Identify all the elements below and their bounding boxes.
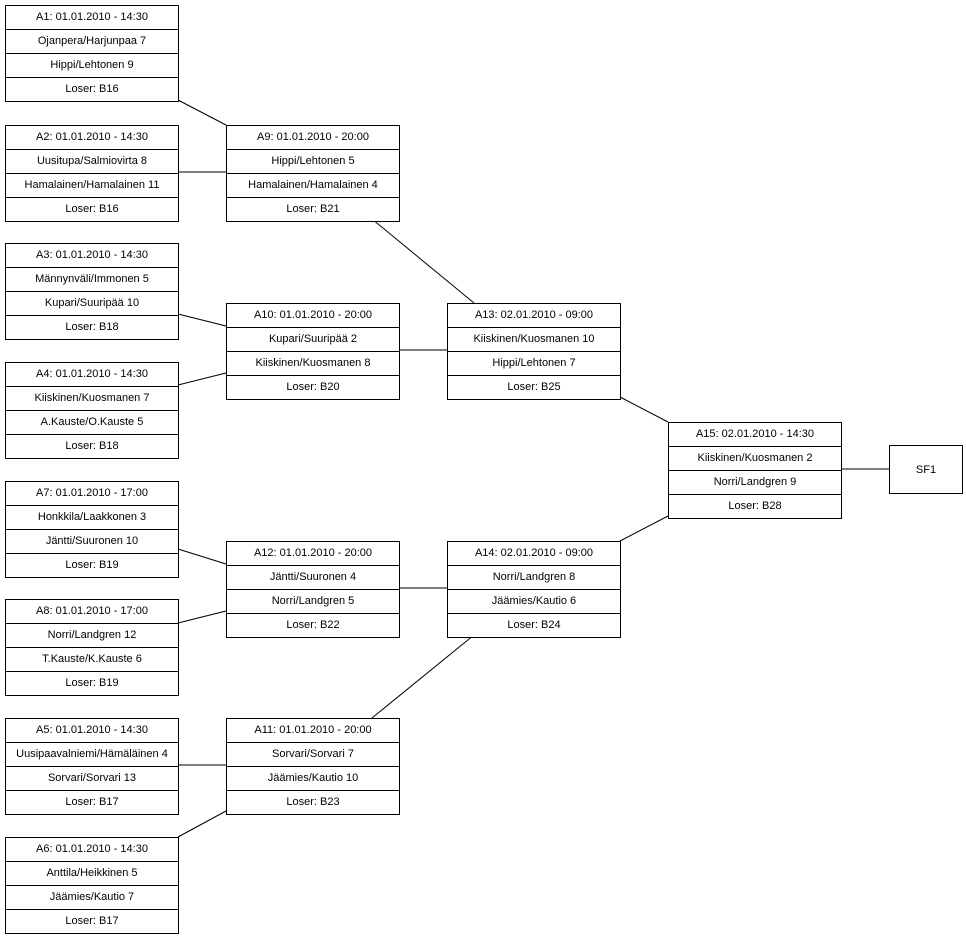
match-header: A9: 01.01.2010 - 20:00 (227, 126, 399, 150)
match-header: A14: 02.01.2010 - 09:00 (448, 542, 620, 566)
match-a5: A5: 01.01.2010 - 14:30 Uusipaavalniemi/H… (5, 718, 179, 815)
match-a11: A11: 01.01.2010 - 20:00 Sorvari/Sorvari … (226, 718, 400, 815)
team-1: Sorvari/Sorvari 7 (227, 743, 399, 767)
loser-label: Loser: B18 (65, 321, 119, 333)
loser-label: Loser: B20 (286, 381, 340, 393)
team-2: Sorvari/Sorvari 13 (6, 767, 178, 791)
loser-label: Loser: B22 (286, 619, 340, 631)
loser-label: Loser: B24 (507, 619, 561, 631)
match-header: A4: 01.01.2010 - 14:30 (6, 363, 178, 387)
match-header: A10: 01.01.2010 - 20:00 (227, 304, 399, 328)
team-2: Jäämies/Kautio 6 (448, 590, 620, 614)
final-box-sf1: SF1 (889, 445, 963, 494)
connector-a6-a11 (177, 810, 227, 838)
match-a2: A2: 01.01.2010 - 14:30 Uusitupa/Salmiovi… (5, 125, 179, 222)
connector-a9-a13 (371, 218, 475, 304)
team-1: Jäntti/Suuronen 4 (227, 566, 399, 590)
match-header: A1: 01.01.2010 - 14:30 (6, 6, 178, 30)
match-header: A2: 01.01.2010 - 14:30 (6, 126, 178, 150)
team-2: Hamalainen/Hamalainen 4 (227, 174, 399, 198)
loser-label: Loser: B18 (65, 440, 119, 452)
match-a13: A13: 02.01.2010 - 09:00 Kiiskinen/Kuosma… (447, 303, 621, 400)
team-1: Ojanpera/Harjunpaa 7 (6, 30, 178, 54)
connector-a7-a12 (177, 548, 227, 565)
match-header: A15: 02.01.2010 - 14:30 (669, 423, 841, 447)
team-1: Norri/Landgren 8 (448, 566, 620, 590)
match-header: A5: 01.01.2010 - 14:30 (6, 719, 178, 743)
match-a3: A3: 01.01.2010 - 14:30 Männynväli/Immone… (5, 243, 179, 340)
match-header: A11: 01.01.2010 - 20:00 (227, 719, 399, 743)
loser-label: Loser: B23 (286, 796, 340, 808)
match-a4: A4: 01.01.2010 - 14:30 Kiiskinen/Kuosman… (5, 362, 179, 459)
loser-label: Loser: B17 (65, 796, 119, 808)
team-1: Kiiskinen/Kuosmanen 7 (6, 387, 178, 411)
connector-a11-a14 (371, 634, 475, 719)
match-a14: A14: 02.01.2010 - 09:00 Norri/Landgren 8… (447, 541, 621, 638)
loser-label: Loser: B19 (65, 559, 119, 571)
loser-label: Loser: B16 (65, 83, 119, 95)
match-header: A3: 01.01.2010 - 14:30 (6, 244, 178, 268)
loser-label: Loser: B19 (65, 677, 119, 689)
team-1: Honkkila/Laakkonen 3 (6, 506, 178, 530)
team-2: A.Kauste/O.Kauste 5 (6, 411, 178, 435)
match-a1: A1: 01.01.2010 - 14:30 Ojanpera/Harjunpa… (5, 5, 179, 102)
match-a15: A15: 02.01.2010 - 14:30 Kiiskinen/Kuosma… (668, 422, 842, 519)
connector-a4-a10 (177, 372, 227, 386)
loser-label: Loser: B16 (65, 203, 119, 215)
match-header: A13: 02.01.2010 - 09:00 (448, 304, 620, 328)
team-2: Kiiskinen/Kuosmanen 8 (227, 352, 399, 376)
team-2: T.Kauste/K.Kauste 6 (6, 648, 178, 672)
match-a10: A10: 01.01.2010 - 20:00 Kupari/Suuripää … (226, 303, 400, 400)
match-header: A12: 01.01.2010 - 20:00 (227, 542, 399, 566)
match-a12: A12: 01.01.2010 - 20:00 Jäntti/Suuronen … (226, 541, 400, 638)
team-2: Jäämies/Kautio 7 (6, 886, 178, 910)
match-a6: A6: 01.01.2010 - 14:30 Anttila/Heikkinen… (5, 837, 179, 934)
connector-a13-a15 (619, 396, 669, 423)
team-1: Hippi/Lehtonen 5 (227, 150, 399, 174)
team-2: Hippi/Lehtonen 7 (448, 352, 620, 376)
team-1: Uusitupa/Salmiovirta 8 (6, 150, 178, 174)
team-1: Kupari/Suuripää 2 (227, 328, 399, 352)
match-a9: A9: 01.01.2010 - 20:00 Hippi/Lehtonen 5 … (226, 125, 400, 222)
team-2: Norri/Landgren 9 (669, 471, 841, 495)
match-header: A6: 01.01.2010 - 14:30 (6, 838, 178, 862)
connector-a3-a10 (177, 313, 227, 327)
team-1: Kiiskinen/Kuosmanen 2 (669, 447, 841, 471)
match-header: A7: 01.01.2010 - 17:00 (6, 482, 178, 506)
loser-label: Loser: B17 (65, 915, 119, 927)
loser-label: Loser: B28 (728, 500, 782, 512)
match-header: A8: 01.01.2010 - 17:00 (6, 600, 178, 624)
team-2: Norri/Landgren 5 (227, 590, 399, 614)
team-2: Hamalainen/Hamalainen 11 (6, 174, 178, 198)
team-1: Uusipaavalniemi/Hämäläinen 4 (6, 743, 178, 767)
loser-label: Loser: B25 (507, 381, 561, 393)
team-1: Kiiskinen/Kuosmanen 10 (448, 328, 620, 352)
team-1: Männynväli/Immonen 5 (6, 268, 178, 292)
match-a7: A7: 01.01.2010 - 17:00 Honkkila/Laakkone… (5, 481, 179, 578)
connector-a8-a12 (177, 610, 227, 624)
connector-a1-a9 (177, 99, 227, 126)
loser-label: Loser: B21 (286, 203, 340, 215)
match-a8: A8: 01.01.2010 - 17:00 Norri/Landgren 12… (5, 599, 179, 696)
team-1: Anttila/Heikkinen 5 (6, 862, 178, 886)
team-2: Hippi/Lehtonen 9 (6, 54, 178, 78)
team-2: Jäämies/Kautio 10 (227, 767, 399, 791)
team-2: Kupari/Suuripää 10 (6, 292, 178, 316)
connector-a14-a15 (619, 515, 669, 542)
team-1: Norri/Landgren 12 (6, 624, 178, 648)
team-2: Jäntti/Suuronen 10 (6, 530, 178, 554)
